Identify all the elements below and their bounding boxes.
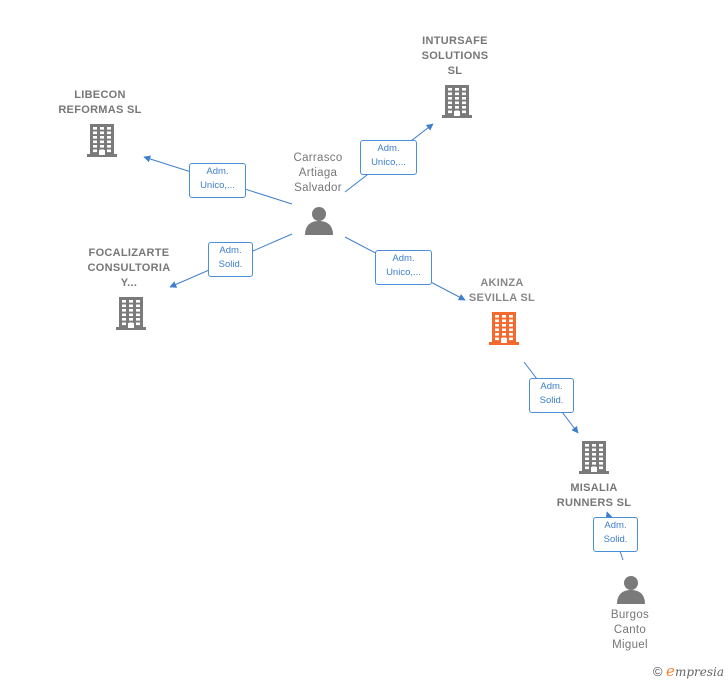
relation-badge-intursafe[interactable]: Adm. Unico,... — [360, 140, 417, 175]
person-node-carrasco[interactable]: Carrasco Artiaga Salvador — [270, 151, 366, 237]
empresia-logo: empresia — [666, 662, 724, 680]
relation-role: Adm. — [604, 520, 627, 531]
relation-role: Adm. — [206, 166, 229, 177]
relation-badge-focalizarte[interactable]: Adm. Solid. — [208, 242, 253, 277]
company-node-akinza[interactable]: AKINZA SEVILLA SL — [452, 276, 552, 350]
company-label-libecon: LIBECON REFORMAS SL — [58, 89, 142, 116]
relation-badge-akinza[interactable]: Adm. Unico,... — [375, 250, 432, 285]
person-label-carrasco: Carrasco Artiaga Salvador — [293, 152, 343, 194]
person-icon — [617, 576, 645, 604]
company-node-misalia[interactable]: MISALIA RUNNERS SL — [544, 440, 644, 514]
company-label-misalia: MISALIA RUNNERS SL — [556, 482, 632, 509]
building-icon — [442, 85, 472, 118]
relation-detail: Unico,... — [371, 157, 406, 168]
relation-badge-libecon[interactable]: Adm. Unico,... — [189, 163, 246, 198]
building-icon — [489, 312, 519, 345]
relation-detail: Solid. — [218, 259, 243, 270]
relation-badge-akinza-misalia[interactable]: Adm. Solid. — [529, 378, 574, 413]
company-node-libecon[interactable]: LIBECON REFORMAS SL — [50, 88, 150, 162]
relation-detail: Solid. — [603, 534, 628, 545]
building-icon — [87, 124, 117, 157]
brand-rest: mpresia — [674, 665, 724, 679]
company-label-intursafe: INTURSAFE SOLUTIONS SL — [421, 35, 489, 77]
relation-detail: Solid. — [539, 395, 564, 406]
company-node-focalizarte[interactable]: FOCALIZARTE CONSULTORIA Y... — [79, 246, 179, 334]
brand-initial: e — [666, 662, 675, 680]
relation-detail: Unico,... — [386, 267, 421, 278]
relation-role: Adm. — [392, 253, 415, 264]
copyright-symbol: © — [652, 664, 663, 679]
person-icon — [305, 207, 333, 235]
person-node-burgos[interactable]: Burgos Canto Miguel — [582, 574, 678, 658]
company-label-akinza: AKINZA SEVILLA SL — [468, 277, 536, 304]
footer-brand: © empresia — [653, 662, 724, 680]
relation-badge-burgos-misalia[interactable]: Adm. Solid. — [593, 517, 638, 552]
relation-role: Adm. — [377, 143, 400, 154]
person-label-burgos: Burgos Canto Miguel — [610, 609, 650, 651]
building-icon — [116, 297, 146, 330]
company-node-intursafe[interactable]: INTURSAFE SOLUTIONS SL — [405, 34, 505, 122]
relation-detail: Unico,... — [200, 180, 235, 191]
relation-role: Adm. — [540, 381, 563, 392]
relation-role: Adm. — [219, 245, 242, 256]
building-icon — [579, 441, 609, 474]
company-label-focalizarte: FOCALIZARTE CONSULTORIA Y... — [87, 247, 171, 289]
